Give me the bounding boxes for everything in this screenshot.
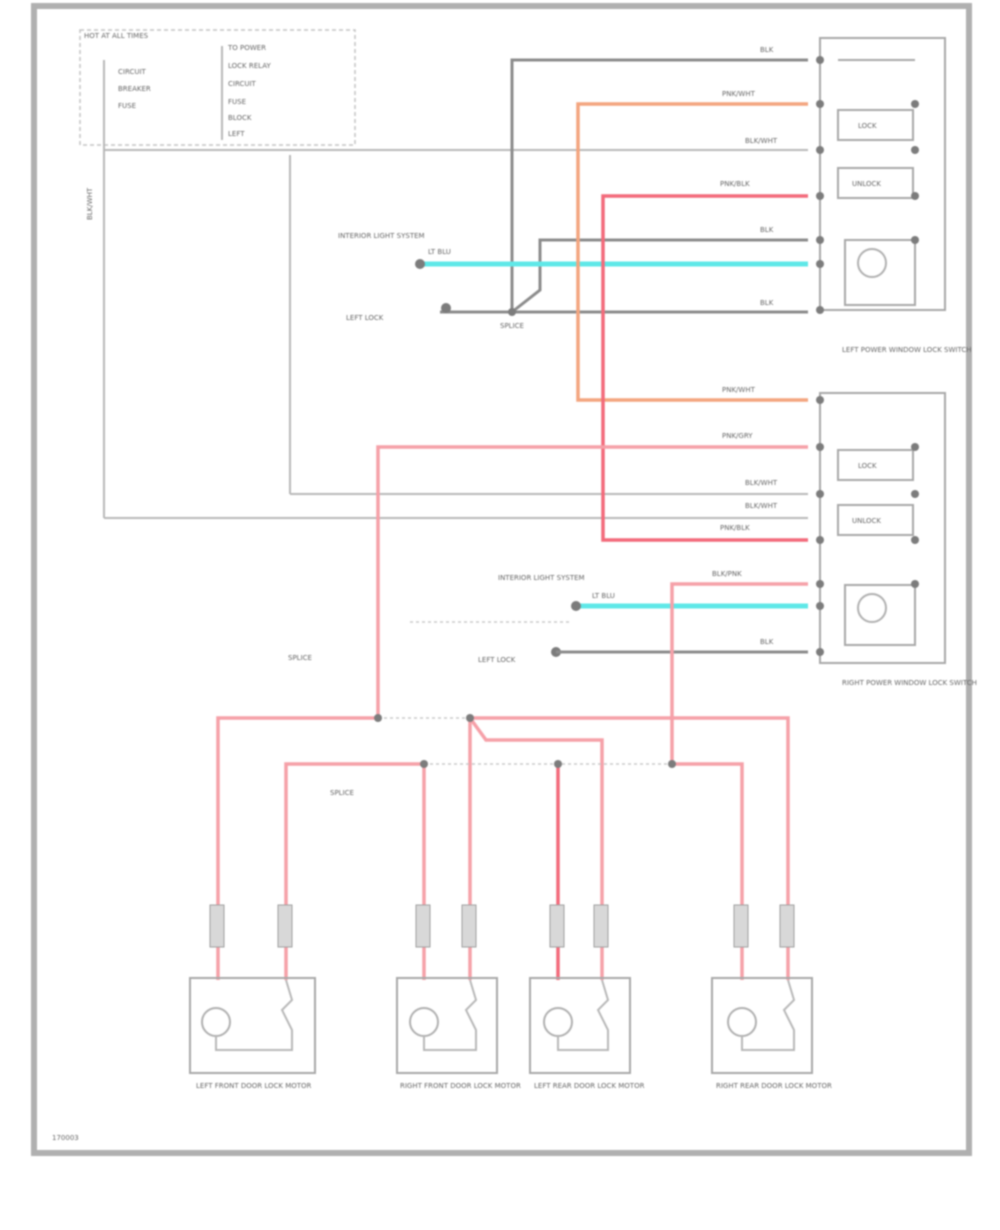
left-switch-lamp-icon <box>857 248 887 278</box>
splice-lock-2 <box>466 714 474 722</box>
fuse-note-5: BLOCK <box>228 114 252 122</box>
wire-label-ltblu-top: LT BLU <box>428 248 451 256</box>
splice-blk-label: SPLICE <box>500 322 524 330</box>
right-switch-terminals <box>816 396 919 656</box>
rr-motor-label: RIGHT REAR DOOR LOCK MOTOR <box>716 1082 832 1090</box>
wire-label-pnk-blk-2: PNK/BLK <box>720 524 750 532</box>
ground-interior-right <box>571 601 581 611</box>
left-switch-box <box>819 37 946 311</box>
wire-label-ltblu-bottom: LT BLU <box>592 592 615 600</box>
pnk-blk-wire <box>601 194 808 542</box>
wire-label-pnk-blk-1: PNK/BLK <box>720 180 750 188</box>
lf-motor: LEFT FRONT DOOR LOCK MOTOR <box>189 977 316 1090</box>
left-bus-label: BLK/WHT <box>86 187 94 220</box>
rf-motor: RIGHT FRONT DOOR LOCK MOTOR <box>396 977 521 1090</box>
wire-label-pnk-wht-2: PNK/WHT <box>722 386 756 394</box>
fuse-note-6: LEFT <box>228 130 245 138</box>
wire-label-pnk-wht-1: PNK/WHT <box>722 90 756 98</box>
fuse-panel-box <box>79 29 356 146</box>
right-switch-unlock-box <box>837 504 914 536</box>
right-switch-unlock-label: UNLOCK <box>852 517 881 525</box>
unlock-bus-left <box>284 762 424 980</box>
fuse-note-3: CIRCUIT <box>228 80 257 88</box>
ground-interior-left-label: INTERIOR LIGHT SYSTEM <box>338 232 425 240</box>
wire-label-blk-mid: BLK <box>760 226 774 234</box>
right-switch-box <box>819 392 946 664</box>
fuse-note-1: TO POWER <box>227 44 266 52</box>
left-switch-lamp-box <box>844 239 916 306</box>
fuse-note-2: LOCK RELAY <box>228 62 271 70</box>
ground-interior-left <box>415 259 425 269</box>
fuse-item-1: CIRCUIT <box>118 68 147 76</box>
blk-pnk-wire <box>670 582 808 764</box>
left-switch-unlock-box <box>837 167 914 199</box>
splice-unlock-2 <box>554 760 562 768</box>
ground-lock-left-label: LEFT LOCK <box>346 314 384 322</box>
splice-lock-1 <box>374 714 382 722</box>
pnk-gry-wire <box>376 445 808 718</box>
wire-label-blk-wht-3: BLK/WHT <box>745 502 778 510</box>
wire-label-blk-pnk: BLK/PNK <box>712 570 742 578</box>
splice-upper-label: SPLICE <box>288 654 312 662</box>
left-switch-terminals <box>816 56 919 314</box>
right-switch-lamp-icon <box>857 593 887 623</box>
splice-lower-label: SPLICE <box>330 789 354 797</box>
lf-motor-label: LEFT FRONT DOOR LOCK MOTOR <box>196 1082 312 1090</box>
fuse-panel-title: HOT AT ALL TIMES <box>84 32 149 40</box>
right-switch-label: RIGHT POWER WINDOW LOCK SWITCH <box>842 679 977 687</box>
splice-unlock-1 <box>420 760 428 768</box>
ground-interior-right-label: INTERIOR LIGHT SYSTEM <box>498 574 585 582</box>
wire-label-blk-wht-2: BLK/WHT <box>745 479 778 487</box>
rf-motor-label: RIGHT FRONT DOOR LOCK MOTOR <box>400 1082 521 1090</box>
fuse-item-2: BREAKER <box>118 85 151 93</box>
splice-unlock-3 <box>668 760 676 768</box>
lock-bus-right <box>470 716 790 980</box>
right-switch-lock-box <box>837 449 914 481</box>
lock-bus-branch <box>468 716 604 980</box>
left-switch-lock-label: LOCK <box>858 122 877 130</box>
right-switch-lamp-box <box>844 584 916 646</box>
pnk-wht-wire <box>576 102 808 402</box>
lr-motor-label: LEFT REAR DOOR LOCK MOTOR <box>534 1082 645 1090</box>
left-switch-label: LEFT POWER WINDOW LOCK SWITCH <box>842 346 971 354</box>
motor-connectors <box>209 904 795 948</box>
right-switch-lock-label: LOCK <box>858 462 877 470</box>
ground-lock-right-label: LEFT LOCK <box>478 656 516 664</box>
wire-label-blk-wht-1: BLK/WHT <box>745 137 778 145</box>
outer-frame <box>31 3 972 1156</box>
unlock-bus-rr <box>672 762 744 980</box>
wire-label-pnk-gry: PNK/GRY <box>722 432 753 440</box>
blk-wire-top <box>510 58 808 312</box>
rr-motor: RIGHT REAR DOOR LOCK MOTOR <box>711 977 832 1090</box>
lr-motor: LEFT REAR DOOR LOCK MOTOR <box>529 977 645 1090</box>
wire-label-blk-bottom: BLK <box>760 299 774 307</box>
fuse-note-4: FUSE <box>228 98 246 106</box>
figure-id: 170003 <box>52 1134 79 1142</box>
left-switch-lock-box <box>837 109 914 141</box>
lock-bus-left <box>216 716 378 980</box>
fuse-item-3: FUSE <box>118 102 136 110</box>
left-switch-unlock-label: UNLOCK <box>852 180 881 188</box>
ground-lock-left <box>441 303 451 313</box>
wire-label-blk-right: BLK <box>760 638 774 646</box>
splice-blk <box>508 308 516 316</box>
wire-label-blk-top: BLK <box>760 46 774 54</box>
